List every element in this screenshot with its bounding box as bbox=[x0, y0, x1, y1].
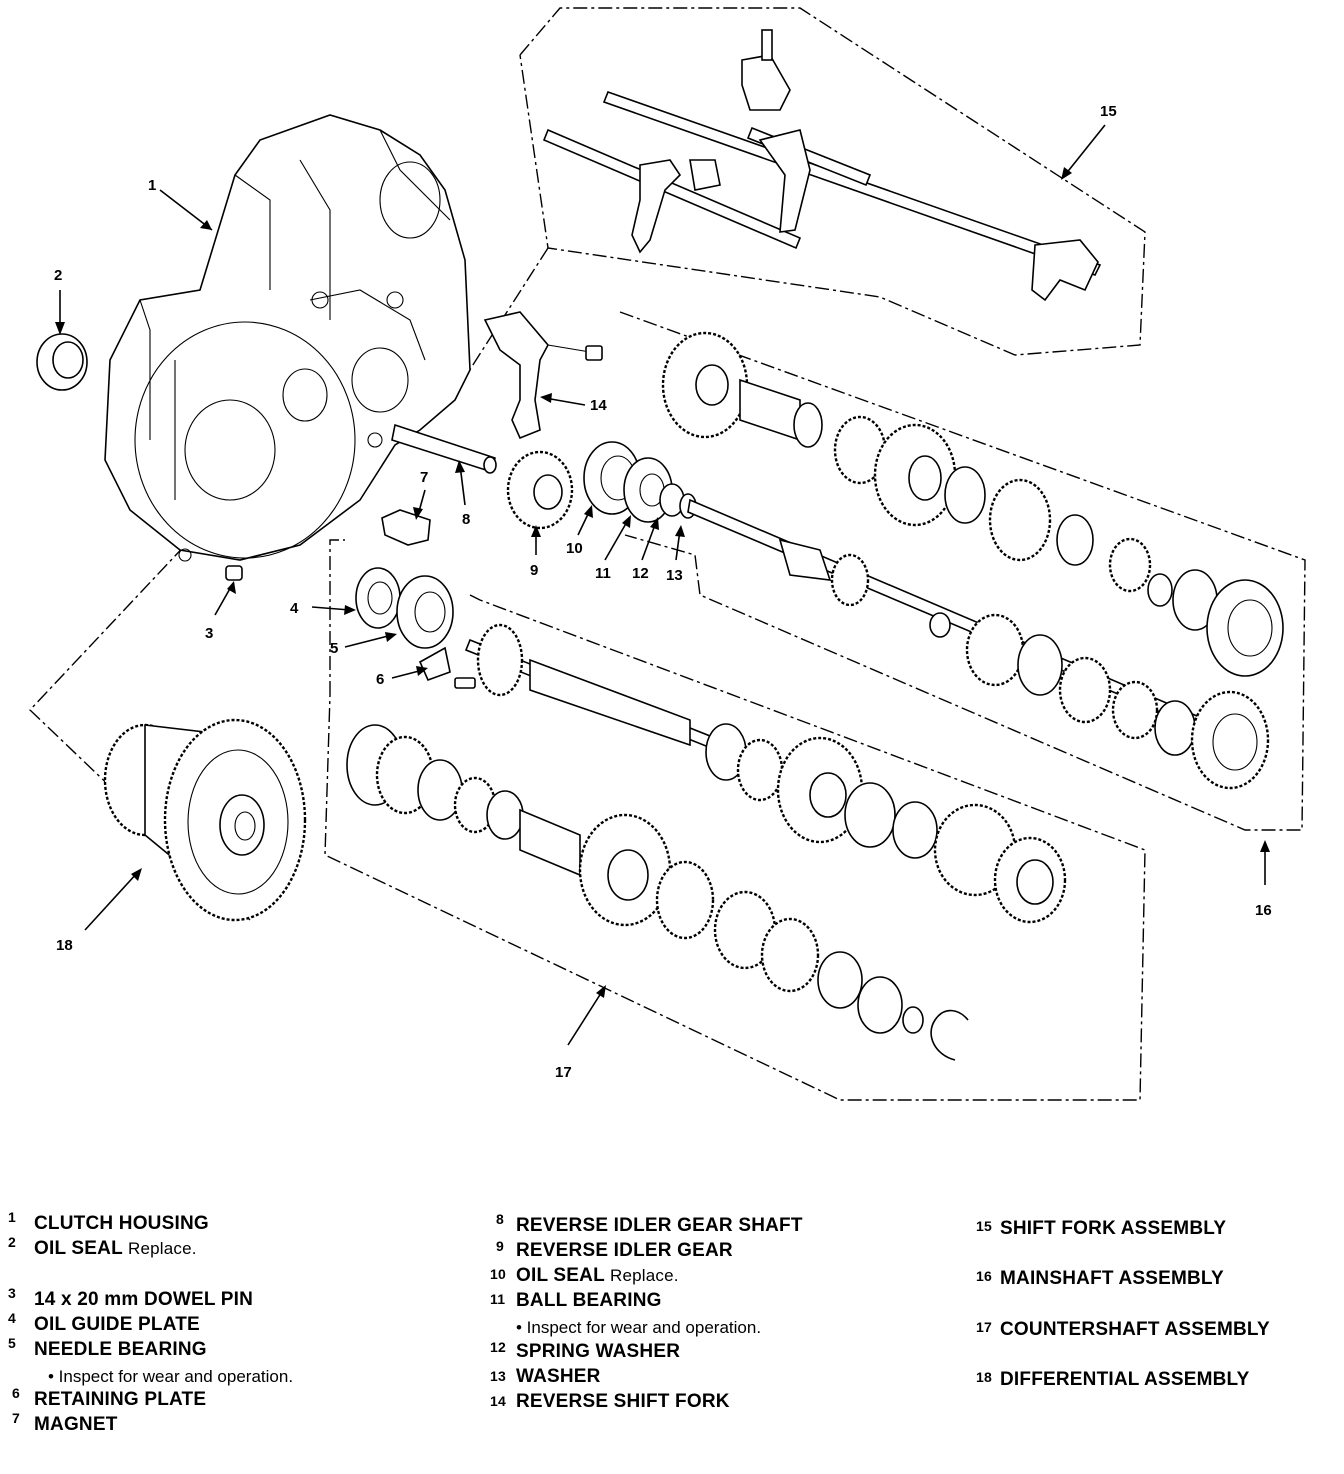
legend-item-label: WASHER bbox=[516, 1366, 601, 1387]
callout-8: 8 bbox=[462, 511, 470, 528]
legend-item-label: MAINSHAFT ASSEMBLY bbox=[1000, 1268, 1224, 1289]
legend-item-label: 14 x 20 mm DOWEL PIN bbox=[34, 1289, 254, 1310]
callout-3: 3 bbox=[205, 625, 213, 642]
shift-fork-assembly bbox=[542, 29, 1102, 302]
legend-item-label: REVERSE SHIFT FORK bbox=[516, 1391, 730, 1412]
legend-item-label: CLUTCH HOUSING bbox=[34, 1213, 209, 1234]
legend-item-label: COUNTERSHAFT ASSEMBLY bbox=[1000, 1319, 1270, 1340]
legend-item-label: RETAINING PLATE bbox=[34, 1389, 207, 1410]
mainshaft-assembly bbox=[661, 331, 1284, 790]
legend-item-label: MAGNET bbox=[34, 1414, 118, 1435]
callout-16: 16 bbox=[1255, 902, 1272, 919]
callout-18: 18 bbox=[56, 937, 73, 954]
legend-item-note: Replace. bbox=[128, 1239, 197, 1258]
oil-seal-2 bbox=[36, 333, 88, 391]
callout-9: 9 bbox=[530, 562, 538, 579]
legend-item-note: Replace. bbox=[610, 1266, 679, 1285]
callout-6: 6 bbox=[376, 671, 384, 688]
callout-11: 11 bbox=[595, 565, 611, 582]
legend-item-label: SHIFT FORK ASSEMBLY bbox=[1000, 1218, 1227, 1239]
legend-item-label: DIFFERENTIAL ASSEMBLY bbox=[1000, 1369, 1250, 1390]
legend-subnote-5: • Inspect for wear and operation. bbox=[48, 1367, 294, 1386]
differential-assembly bbox=[103, 718, 307, 922]
callout-17: 17 bbox=[555, 1064, 572, 1081]
reverse-idler-shaft bbox=[391, 423, 497, 474]
countershaft-assembly bbox=[346, 623, 1067, 1061]
leader-lines bbox=[55, 124, 1270, 1046]
reverse-shift-fork bbox=[483, 311, 603, 440]
countershaft-front-parts bbox=[355, 567, 476, 689]
magnet bbox=[381, 509, 431, 546]
callout-4: 4 bbox=[290, 600, 299, 617]
callout-5: 5 bbox=[330, 640, 338, 657]
exploded-transmission-diagram: 1 2 3 4 5 6 7 8 9 10 11 12 13 14 15 16 1… bbox=[29, 7, 1306, 1101]
legend-item-label: OIL SEAL bbox=[516, 1265, 605, 1286]
legend-item-label: OIL SEAL bbox=[34, 1238, 123, 1259]
legend-item-label: SPRING WASHER bbox=[516, 1341, 681, 1362]
dowel-pin bbox=[225, 565, 243, 581]
legend-item-label: NEEDLE BEARING bbox=[34, 1339, 207, 1360]
callout-labels: 1 2 3 4 5 6 7 8 9 10 11 12 13 14 15 16 1… bbox=[54, 103, 1272, 1081]
reverse-idler-gear bbox=[506, 450, 574, 530]
legend-subnote-11: • Inspect for wear and operation. bbox=[516, 1318, 762, 1337]
legend-item-label: REVERSE IDLER GEAR bbox=[516, 1240, 733, 1261]
mainshaft-front-bearings bbox=[583, 441, 697, 523]
callout-1: 1 bbox=[148, 177, 156, 194]
callout-7: 7 bbox=[420, 469, 428, 486]
callout-13: 13 bbox=[666, 567, 683, 584]
legend-item-label: BALL BEARING bbox=[516, 1290, 662, 1311]
callout-2: 2 bbox=[54, 267, 62, 284]
legend-item-label: OIL GUIDE PLATE bbox=[34, 1314, 200, 1335]
legend-item-label: REVERSE IDLER GEAR SHAFT bbox=[516, 1215, 803, 1236]
clutch-housing bbox=[104, 114, 471, 562]
callout-12: 12 bbox=[632, 565, 649, 582]
callout-10: 10 bbox=[566, 540, 583, 557]
callout-15: 15 bbox=[1100, 103, 1117, 120]
callout-14: 14 bbox=[590, 397, 607, 414]
